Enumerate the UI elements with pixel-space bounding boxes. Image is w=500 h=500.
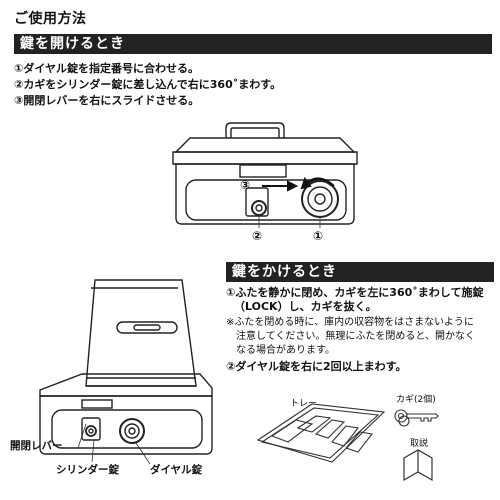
close-note-line-1: ※ふたを閉める時に、庫内の収容物をはさまないように	[226, 317, 474, 328]
label-dial: ダイヤル錠	[150, 464, 203, 476]
label-tray: トレー	[290, 399, 318, 409]
cash-box-front-illustration	[172, 122, 358, 225]
close-step-2: ②ダイヤル錠を右に2回以上まわす。	[226, 360, 407, 373]
diagram-label-lever: ③	[240, 178, 251, 192]
label-lever: 開閉レバー	[10, 440, 63, 452]
diagram-label-cylinder: ②	[252, 229, 263, 243]
close-step-1-line-2: （LOCK）し、カギを抜く。	[234, 300, 377, 313]
close-note-line-3: なる場合があります。	[236, 345, 335, 356]
open-step-1: ①ダイヤル錠を指定番号に合わせる。	[14, 62, 199, 75]
page-title: ご使用方法	[14, 11, 87, 27]
open-step-2: ②カギをシリンダー錠に差し込んで右に360˚まわす。	[14, 78, 282, 91]
leader-lines	[77, 423, 151, 465]
key-icon	[394, 409, 439, 427]
cash-box-open-illustration	[39, 279, 213, 455]
diagram-label-dial: ①	[313, 229, 324, 243]
label-cylinder: シリンダー錠	[56, 464, 119, 476]
manual-icon	[403, 449, 433, 482]
label-keys: カギ(2個)	[396, 395, 436, 405]
label-manual: 取説	[410, 439, 429, 449]
open-step-3: ③開閉レバーを右にスライドさせる。	[14, 94, 200, 107]
arrow-icons	[262, 176, 335, 192]
close-note-line-2: 注意してください。無理にふたを閉めると、開かなく	[236, 331, 475, 342]
open-section-heading: 鍵を開けるとき	[14, 34, 492, 54]
close-step-1-line-1: ①ふたを静かに閉め、カギを左に360˚まわして施錠	[226, 286, 484, 299]
tray-illustration	[256, 403, 386, 463]
close-section-heading: 鍵をかけるとき	[226, 262, 494, 282]
